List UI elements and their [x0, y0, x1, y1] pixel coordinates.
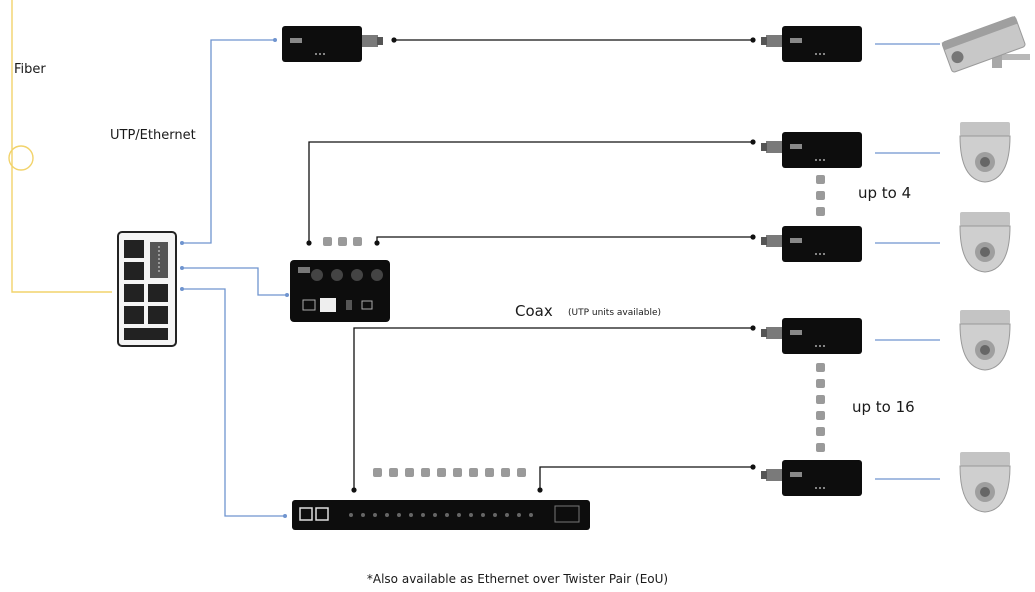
- network-switch-icon: [117, 231, 177, 347]
- extender-right-5: [761, 460, 862, 496]
- utp-line-top: [182, 39, 275, 244]
- fiber-line: [11, 0, 112, 293]
- extender-right-4: [761, 318, 862, 354]
- bullet-camera-icon: [941, 16, 1030, 73]
- coax-note: (UTP units available): [568, 308, 662, 318]
- extender-right-2: [761, 132, 862, 168]
- utp-ethernet-label: UTP/Ethernet: [110, 128, 196, 143]
- daisy-chain-dots: [816, 175, 825, 452]
- dome-camera-icon: [959, 122, 1011, 183]
- footnote: *Also available as Ethernet over Twister…: [366, 572, 669, 586]
- port-dots: [323, 237, 526, 477]
- extender-left-top: [282, 26, 383, 62]
- up-to-16-label: up to 16: [852, 398, 915, 416]
- coax-label: Coax: [515, 302, 553, 320]
- utp-line-middle: [182, 267, 287, 296]
- utp-line-bottom: [182, 288, 285, 517]
- camera-utp-lines: [875, 43, 940, 480]
- coax-receiver-16port-icon: [292, 500, 590, 530]
- dome-camera-icon: [959, 212, 1011, 273]
- coax-receiver-4port-icon: [290, 260, 390, 322]
- up-to-4-label: up to 4: [858, 184, 912, 202]
- fiber-loop: [8, 145, 34, 171]
- dome-camera-icon: [959, 310, 1011, 371]
- dome-camera-icon: [959, 452, 1011, 513]
- extender-right-1: [761, 26, 862, 62]
- fiber-label: Fiber: [14, 62, 46, 77]
- extender-right-3: [761, 226, 862, 262]
